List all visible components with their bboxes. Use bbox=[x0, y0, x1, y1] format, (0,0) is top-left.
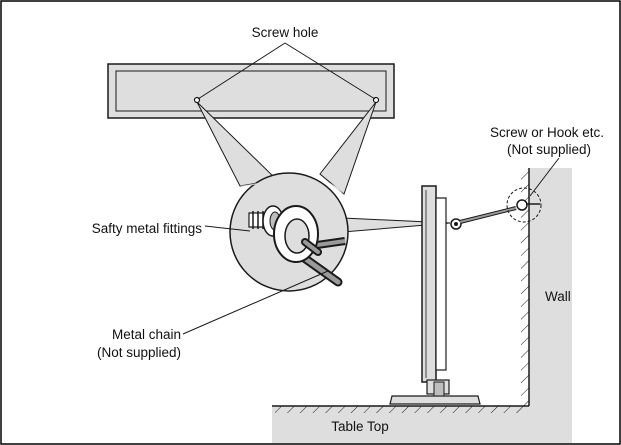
tv-back-panel bbox=[107, 63, 395, 119]
screw-hole-leader-right bbox=[284, 42, 376, 100]
chain-leader bbox=[182, 270, 329, 335]
label-screw-hole: Screw hole bbox=[252, 25, 319, 40]
tv-side-view bbox=[389, 185, 481, 405]
screw-hole-leader-left bbox=[197, 42, 286, 100]
wall-hatch bbox=[521, 168, 529, 406]
label-wall: Wall bbox=[545, 289, 571, 304]
zoom-cone-right bbox=[319, 101, 377, 195]
table-top-hatch bbox=[275, 406, 529, 413]
hook-leader bbox=[529, 157, 560, 197]
label-fittings: Safty metal fittings bbox=[92, 221, 203, 236]
label-metal-chain: Metal chain bbox=[112, 327, 181, 342]
wall-surface bbox=[529, 168, 572, 420]
label-metal-chain-note: (Not supplied) bbox=[97, 345, 181, 360]
label-screw-or-hook-note: (Not supplied) bbox=[507, 142, 591, 157]
label-table-top: Table Top bbox=[331, 419, 389, 434]
fittings-leader bbox=[204, 225, 251, 232]
label-screw-or-hook: Screw or Hook etc. bbox=[490, 125, 604, 140]
wall-hook-highlight bbox=[506, 187, 542, 223]
wall-hook-icon bbox=[516, 199, 528, 211]
